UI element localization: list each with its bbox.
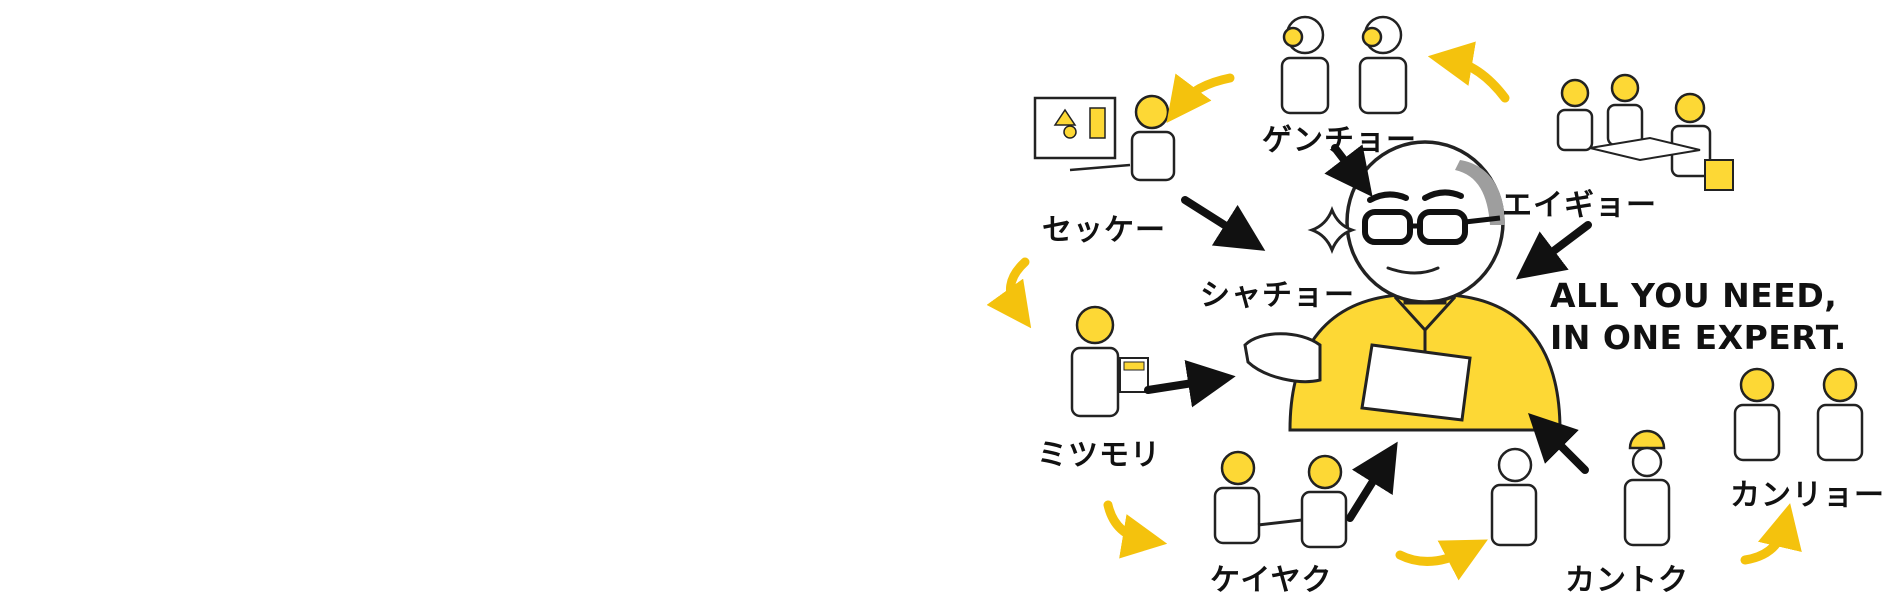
tagline: ALL YOU NEED, IN ONE EXPERT. [1550, 275, 1847, 359]
arrow-sales [1515, 221, 1592, 280]
supervision-figures [1490, 429, 1671, 547]
arrow-estimate [1144, 359, 1236, 408]
management-figures [1733, 367, 1864, 462]
arrow-survey [1324, 144, 1373, 198]
design-figures [1033, 94, 1176, 182]
label-management: カンリョー [1730, 478, 1885, 513]
label-supervision: カントク [1565, 563, 1689, 598]
tagline-line-2: IN ONE EXPERT. [1550, 318, 1847, 357]
label-estimate: ミツモリ [1037, 438, 1161, 473]
cycle-arrow-6 [1740, 503, 1802, 565]
label-center: シャチョー [1200, 278, 1355, 313]
estimate-figures [1070, 305, 1149, 418]
label-contract: ケイヤク [1210, 563, 1333, 598]
sales-figures [1556, 73, 1734, 191]
boss-figure [1243, 140, 1562, 432]
cycle-arrow-4 [1103, 500, 1168, 559]
cycle-arrows [986, 41, 1802, 581]
cycle-arrow-3 [986, 257, 1032, 329]
contract-figures [1213, 450, 1348, 549]
tagline-line-1: ALL YOU NEED, [1550, 276, 1838, 315]
center-arrows [1144, 144, 1592, 522]
cycle-arrow-1 [1166, 73, 1235, 123]
label-design: セッケー [1042, 213, 1166, 248]
survey-figures [1280, 15, 1408, 115]
cycle-arrow-5 [1395, 539, 1488, 581]
arrow-supervision [1528, 413, 1589, 474]
arrow-contract [1346, 441, 1398, 522]
label-survey: ゲンチョー [1262, 123, 1417, 158]
cycle-arrow-2 [1427, 41, 1510, 103]
label-sales: エイギョー [1502, 188, 1657, 223]
arrow-design [1181, 196, 1266, 251]
